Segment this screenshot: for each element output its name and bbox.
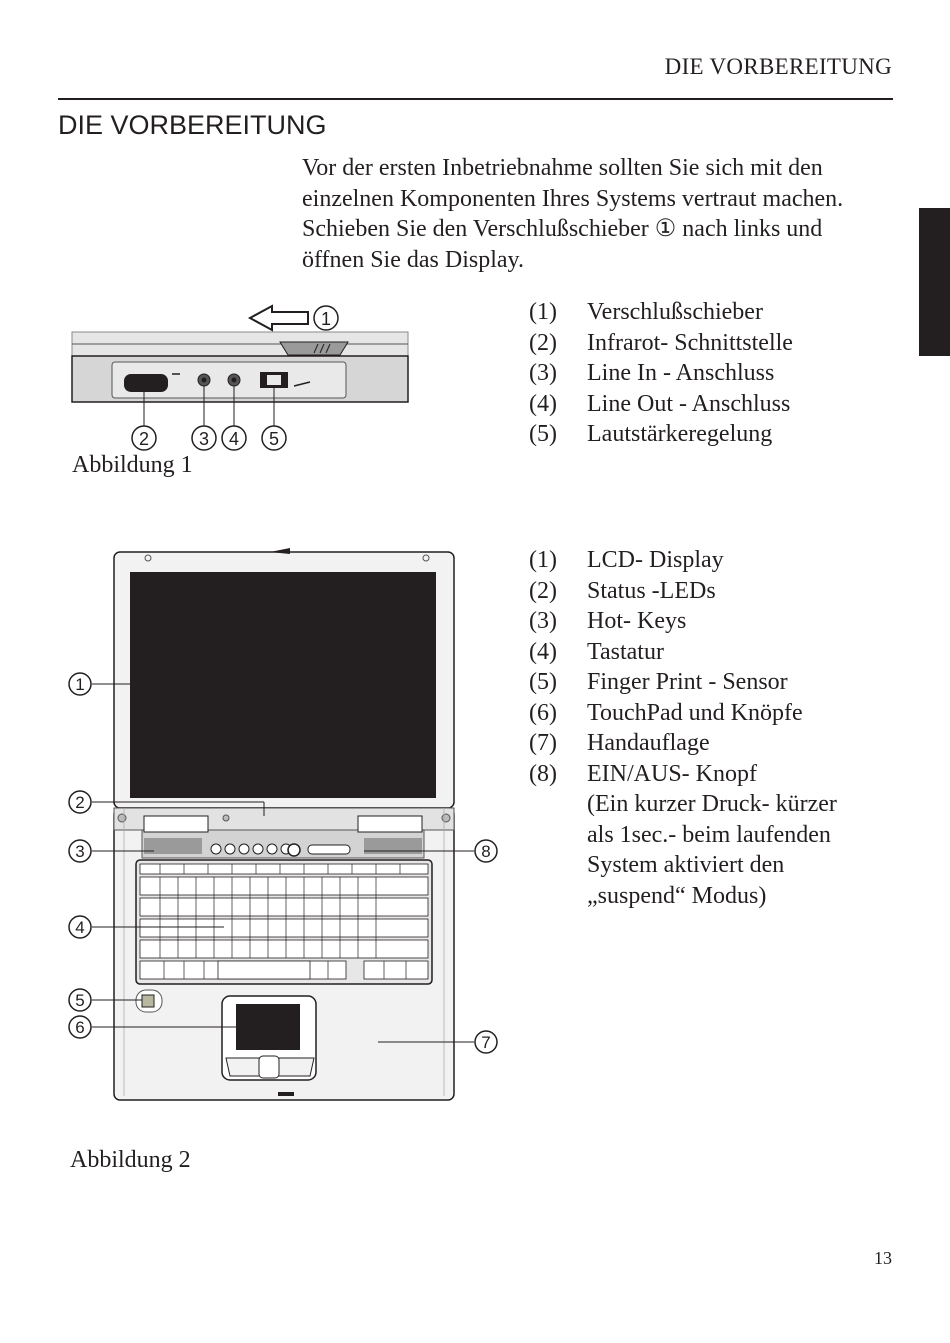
- legend-item: (5)Finger Print - Sensor: [529, 669, 788, 695]
- slide-left-arrow-icon: [247, 304, 309, 332]
- left-speaker: [144, 838, 202, 854]
- figure-1-caption: Abbildung 1: [72, 452, 193, 478]
- running-head: DIE VORBEREITUNG: [664, 54, 892, 79]
- legend-item: (6)TouchPad und Knöpfe: [529, 699, 803, 726]
- callout-5: 5: [269, 429, 279, 449]
- lcd-display: [130, 572, 436, 798]
- chapter-tab: [919, 208, 950, 356]
- legend-item: (8)EIN/AUS- Knopf: [529, 760, 757, 787]
- latch-slider: [279, 341, 349, 356]
- callout-8: 8: [481, 842, 490, 861]
- callout-6: 6: [75, 1018, 84, 1037]
- callout-group: 2 3 4 5: [131, 425, 287, 451]
- callout-3: 3: [199, 429, 209, 449]
- keyboard-keys: [139, 863, 429, 980]
- header-rule: [58, 98, 893, 100]
- figure-1-legend: (1)Verschlußschieber (2)Infrarot- Schnit…: [529, 297, 793, 450]
- legend-item: (2)Infrarot- Schnittstelle: [529, 329, 793, 356]
- intro-line: Schieben Sie den Verschlußschieber ① nac…: [302, 216, 823, 242]
- legend-note-line: System aktiviert den: [587, 852, 785, 878]
- intro-paragraph: Vor der ersten Inbetriebnahme sollten Si…: [302, 153, 902, 275]
- callout-1: 1: [321, 309, 331, 329]
- callout-1: 1: [75, 675, 84, 694]
- right-speaker: [364, 838, 422, 854]
- legend-item: (7)Handauflage: [529, 730, 710, 756]
- intro-line: öffnen Sie das Display.: [302, 246, 524, 273]
- legend-item: (2)Status -LEDs: [529, 577, 716, 604]
- power-button: [287, 843, 301, 857]
- infrared-port: [124, 374, 168, 392]
- intro-line: einzelnen Komponenten Ihres Systems vert…: [302, 185, 844, 212]
- intro-line: Vor der ersten Inbetriebnahme sollten Si…: [302, 155, 823, 181]
- power-button-bar: [307, 844, 351, 855]
- key-dividers: [159, 864, 407, 979]
- callout-5: 5: [75, 991, 84, 1010]
- legend-item: (4)Tastatur: [529, 638, 664, 665]
- figure-2-caption: Abbildung 2: [70, 1147, 191, 1173]
- legend-item: (3)Hot- Keys: [529, 608, 687, 634]
- callout-circle: [313, 305, 339, 331]
- figure-1-illustration: 1 2 3 4 5: [71, 304, 409, 451]
- scroll-button-icon: [258, 1055, 280, 1079]
- callout-2: 2: [75, 793, 84, 812]
- legend-item: (5)Lautstärkeregelung: [529, 421, 773, 447]
- callout-group: 1 2 3 4 5 6 7 8: [68, 672, 498, 1054]
- fingerprint-sensor: [141, 994, 155, 1008]
- legend-item: (1)LCD- Display: [529, 547, 724, 573]
- section-title: DIE VORBEREITUNG: [58, 110, 327, 140]
- callout-7: 7: [481, 1033, 490, 1052]
- figure-2-legend: (1)LCD- Display (2)Status -LEDs (3)Hot- …: [529, 545, 837, 911]
- callout-3: 3: [75, 842, 84, 861]
- legend-note-line: (Ein kurzer Druck- kürzer: [587, 791, 837, 817]
- page-number: 13: [874, 1248, 892, 1268]
- callout-4: 4: [75, 918, 84, 937]
- callout-4: 4: [229, 429, 239, 449]
- legend-item: (3)Line In - Anschluss: [529, 360, 775, 386]
- legend-note-line: als 1sec.- beim laufenden: [587, 821, 831, 848]
- legend-item: (1)Verschlußschieber: [529, 299, 763, 325]
- legend-note-line: „suspend“ Modus): [587, 882, 767, 909]
- legend-item: (4)Line Out - Anschluss: [529, 390, 791, 417]
- touchpad: [236, 1004, 300, 1050]
- callout-2: 2: [139, 429, 149, 449]
- figure-2-illustration: 1 2 3 4 5 6 7 8: [68, 548, 498, 1101]
